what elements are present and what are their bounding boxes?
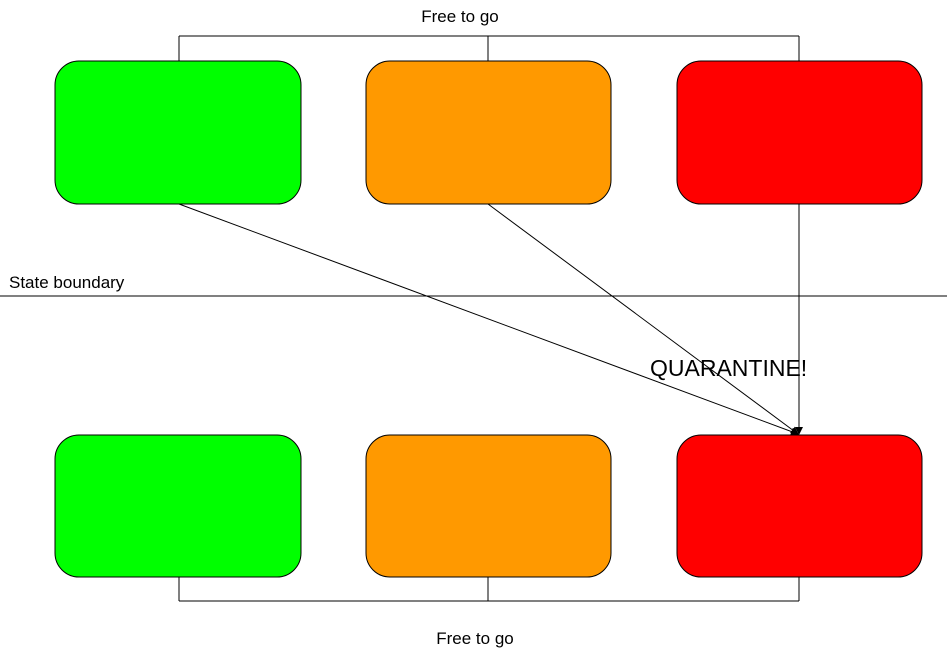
quarantine-arrows [178, 203, 803, 436]
bottom-exit-connector [178, 577, 800, 602]
top-orange-box [365, 60, 612, 205]
bottom-green-box [54, 434, 302, 578]
bottom-orange-box [365, 434, 612, 578]
bottom-red-box [676, 434, 923, 578]
bottom-exit-label: Free to go [436, 629, 514, 648]
arrow-green-to-red [178, 203, 799, 436]
arrow-orange-to-red [487, 203, 799, 435]
top-green-box [54, 60, 302, 205]
top-red-box [676, 60, 923, 205]
quarantine-label: QUARANTINE! [650, 355, 807, 381]
top-exit-connector [178, 35, 800, 61]
state-boundary-label: State boundary [9, 273, 125, 292]
top-exit-label: Free to go [421, 7, 499, 26]
